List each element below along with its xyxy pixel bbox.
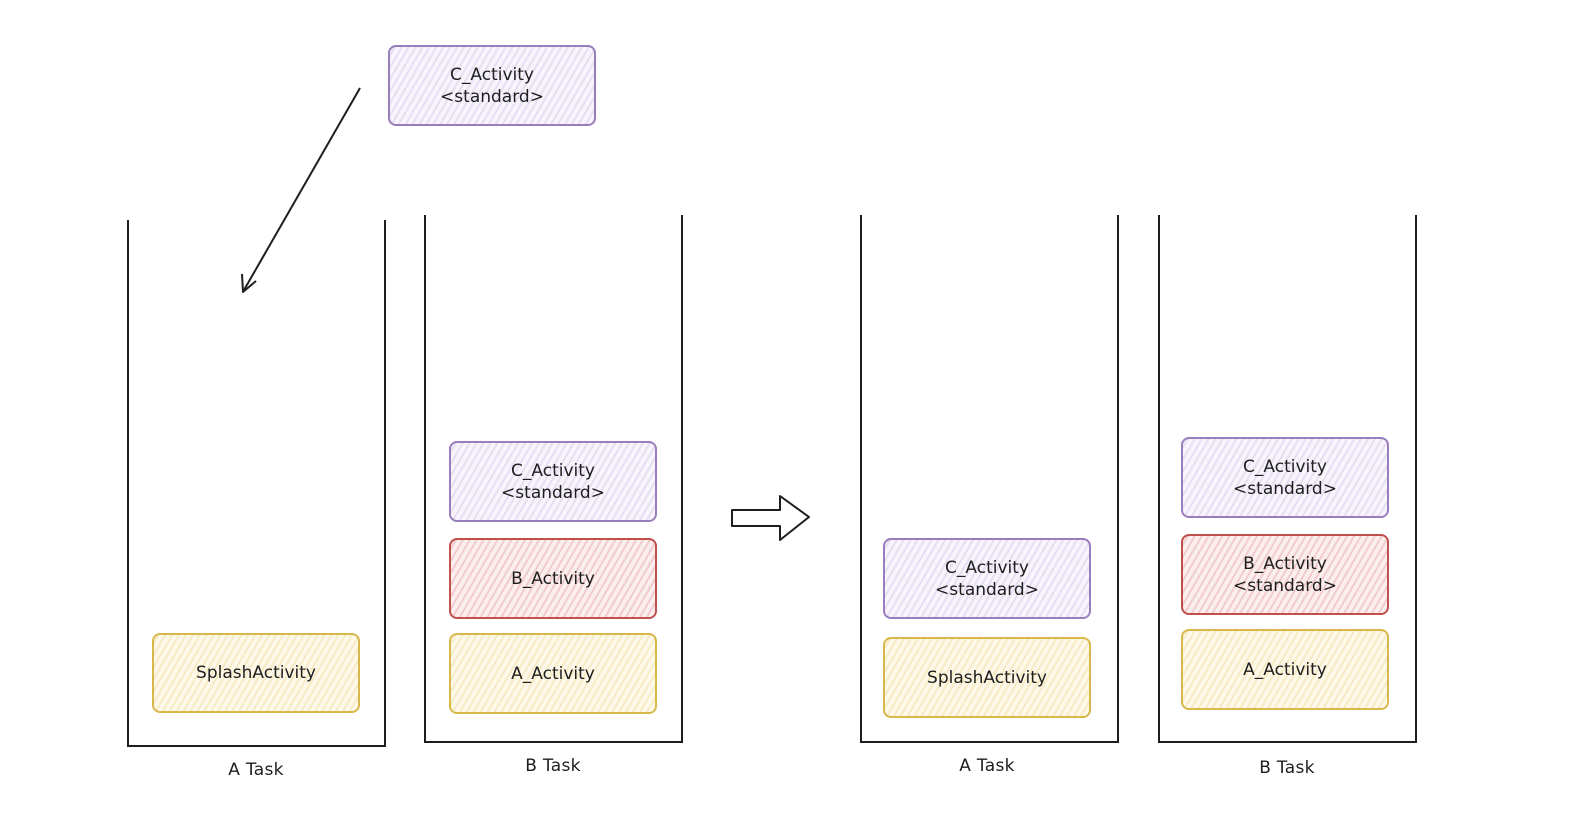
card-mode: <standard> — [440, 86, 544, 107]
card-name: A_Activity — [511, 663, 595, 684]
card-name: A_Activity — [1243, 659, 1327, 680]
transition-arrow-icon — [731, 495, 810, 541]
after-task-b-a-activity-card: A_Activity — [1181, 629, 1389, 710]
after-task-b-label: B Task — [1259, 758, 1315, 778]
card-mode: <standard> — [1233, 575, 1337, 596]
card-mode: <standard> — [935, 579, 1039, 600]
incoming-c-activity-card: C_Activity <standard> — [388, 45, 596, 126]
after-task-a-container — [860, 215, 1119, 743]
before-task-b-a-activity-card: A_Activity — [449, 633, 657, 714]
card-mode: <standard> — [1233, 478, 1337, 499]
insert-arrow-icon — [241, 87, 361, 293]
after-task-b-b-activity-card: B_Activity <standard> — [1181, 534, 1389, 615]
card-name: B_Activity — [1243, 553, 1327, 574]
card-name: C_Activity — [945, 557, 1029, 578]
after-task-a-label: A Task — [959, 756, 1015, 776]
before-task-b-c-activity-card: C_Activity <standard> — [449, 441, 657, 522]
card-name: C_Activity — [511, 460, 595, 481]
before-task-b-b-activity-card: B_Activity — [449, 538, 657, 619]
after-task-a-c-activity-card: C_Activity <standard> — [883, 538, 1091, 619]
after-task-b-container — [1158, 215, 1417, 743]
before-task-a-container — [127, 220, 386, 747]
before-task-a-splash-card: SplashActivity — [152, 633, 360, 713]
card-name: B_Activity — [511, 568, 595, 589]
after-task-a-splash-card: SplashActivity — [883, 637, 1091, 718]
card-name: SplashActivity — [927, 667, 1047, 688]
before-task-b-container — [424, 215, 683, 743]
after-task-b-c-activity-card: C_Activity <standard> — [1181, 437, 1389, 518]
card-name: SplashActivity — [196, 663, 316, 683]
card-name: C_Activity — [1243, 456, 1327, 477]
card-name: C_Activity — [450, 64, 534, 85]
card-mode: <standard> — [501, 482, 605, 503]
before-task-b-label: B Task — [525, 756, 581, 776]
before-task-a-label: A Task — [228, 760, 284, 780]
